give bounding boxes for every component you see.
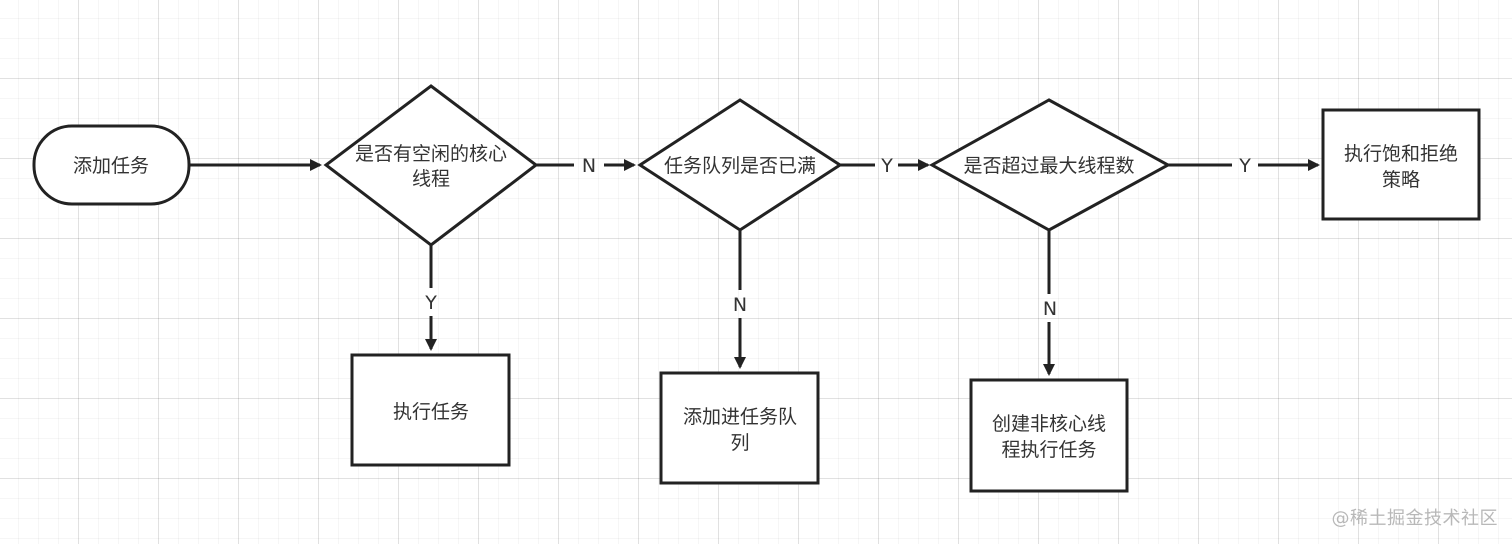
edge-core-check-no-to-queue-check: N bbox=[536, 155, 636, 177]
edge-queue-check-no-to-enqueue: N bbox=[733, 230, 747, 369]
core-thread-check-diamond: 是否有空闲的核心 线程 bbox=[323, 84, 539, 247]
reject-policy-box: 执行饱和拒绝 策略 bbox=[1321, 108, 1481, 221]
reject-policy-line-2: 策略 bbox=[1382, 169, 1420, 191]
edge-label-n: N bbox=[1043, 298, 1057, 320]
start-node-label: 添加任务 bbox=[73, 155, 149, 177]
max-thread-check-label: 是否超过最大线程数 bbox=[963, 155, 1134, 177]
edge-label-y: Y bbox=[880, 155, 893, 177]
queue-full-check-diamond: 任务队列是否已满 bbox=[637, 98, 843, 232]
max-thread-check-diamond: 是否超过最大线程数 bbox=[928, 98, 1172, 232]
edge-max-check-no-to-create-thread: N bbox=[1043, 230, 1057, 376]
edge-label-y: Y bbox=[424, 292, 437, 314]
edge-label-y: Y bbox=[1238, 155, 1251, 177]
edge-label-n: N bbox=[582, 155, 596, 177]
enqueue-task-line-1: 添加进任务队 bbox=[683, 406, 797, 428]
edge-queue-check-yes-to-max-check: Y bbox=[840, 155, 930, 177]
enqueue-task-box: 添加进任务队 列 bbox=[659, 371, 820, 485]
create-non-core-thread-line-2: 程执行任务 bbox=[1001, 439, 1096, 461]
create-non-core-thread-line-1: 创建非核心线 bbox=[992, 413, 1106, 435]
queue-full-check-label: 任务队列是否已满 bbox=[664, 155, 816, 177]
execute-task-label: 执行任务 bbox=[393, 401, 469, 423]
execute-task-box: 执行任务 bbox=[350, 353, 511, 467]
create-non-core-thread-box: 创建非核心线 程执行任务 bbox=[969, 378, 1129, 493]
core-thread-check-line-1: 是否有空闲的核心 bbox=[355, 143, 507, 165]
enqueue-task-line-2: 列 bbox=[730, 432, 749, 454]
reject-policy-line-1: 执行饱和拒绝 bbox=[1344, 143, 1458, 165]
edge-max-check-yes-to-reject: Y bbox=[1168, 155, 1320, 177]
start-node: 添加任务 bbox=[32, 124, 191, 206]
core-thread-check-line-2: 线程 bbox=[412, 168, 450, 190]
edge-label-n: N bbox=[733, 294, 747, 316]
watermark: @稀土掘金技术社区 bbox=[1331, 508, 1498, 529]
edge-core-check-yes-to-execute: Y bbox=[424, 245, 437, 351]
